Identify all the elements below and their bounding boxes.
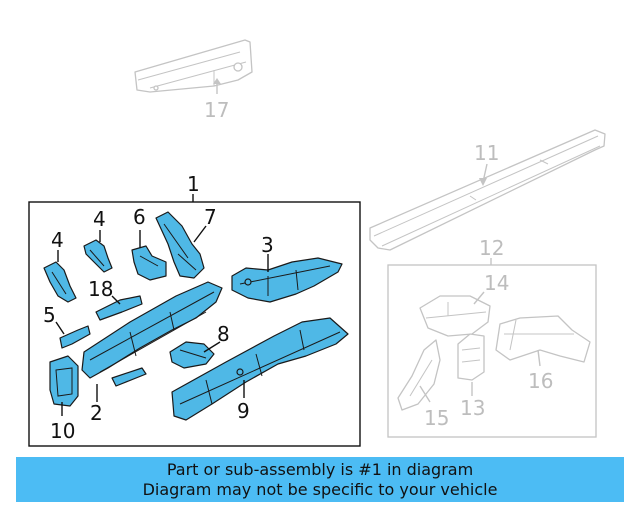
leader-18: [111, 295, 121, 305]
callout-10: 10: [50, 419, 75, 443]
leader-8: [203, 341, 221, 353]
part-2: [81, 281, 223, 387]
callout-16: 16: [528, 369, 553, 393]
part-8: [169, 341, 215, 369]
part-10: [49, 355, 79, 407]
leader-14: [473, 291, 485, 305]
part-4-upper: [83, 239, 113, 273]
callout-14: 14: [484, 271, 509, 295]
leader-5: [55, 321, 65, 335]
part-6: [131, 245, 167, 281]
part-14-ghost: [419, 295, 491, 337]
callout-4b: 4: [93, 207, 106, 231]
part-9: [171, 317, 349, 421]
part-11-ghost: [369, 129, 606, 251]
callout-13: 13: [460, 396, 485, 420]
callout-12: 12: [479, 236, 504, 260]
callout-9: 9: [237, 399, 250, 423]
parts-diagram: 17 11 12 14 16 15 13 1 4: [28, 39, 606, 447]
part-18: [95, 295, 143, 321]
callout-5: 5: [43, 303, 56, 327]
part-15-ghost: [397, 339, 441, 411]
banner-line-1: Part or sub-assembly is #1 in diagram: [166, 459, 474, 479]
sub-assembly-box-12: [387, 264, 597, 438]
callout-7: 7: [204, 205, 217, 229]
callout-2: 2: [90, 401, 103, 425]
part-16-ghost: [495, 315, 591, 363]
callout-18: 18: [88, 277, 113, 301]
callout-4a: 4: [51, 228, 64, 252]
part-17-ghost: [134, 39, 253, 93]
part-4-left: [43, 261, 77, 303]
part-13-ghost: [457, 333, 485, 381]
assembly-box-1: [28, 201, 361, 447]
leader-15: [419, 385, 431, 403]
callout-15: 15: [424, 406, 449, 430]
part-3: [231, 257, 343, 303]
banner-line-2: Diagram may not be specific to your vehi…: [142, 479, 498, 499]
leader-16: [537, 349, 541, 367]
part-7: [155, 211, 205, 279]
callout-8: 8: [217, 322, 230, 346]
callout-1: 1: [187, 172, 200, 196]
callout-6: 6: [133, 205, 146, 229]
callout-3: 3: [261, 233, 274, 257]
part-5: [59, 325, 91, 349]
callout-11: 11: [474, 141, 499, 165]
callout-17: 17: [204, 98, 229, 122]
leader-7: [193, 225, 207, 243]
info-banner: Part or sub-assembly is #1 in diagram Di…: [16, 457, 624, 502]
